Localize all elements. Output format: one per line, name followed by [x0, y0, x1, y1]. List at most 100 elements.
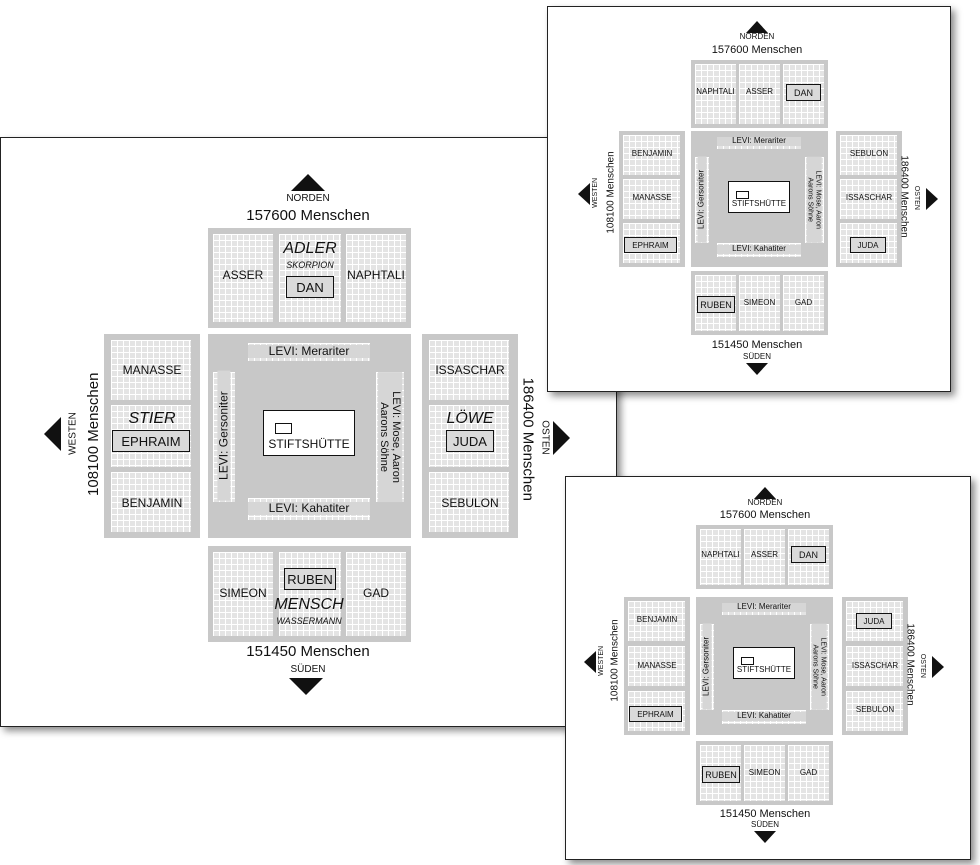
levi-gersoniter: LEVI: Gersoniter	[697, 156, 707, 243]
symbol-skorpion: SKORPION	[286, 260, 334, 270]
tribe-sebulon: SEBULON	[855, 705, 895, 714]
symbol-loewe: LÖWE	[446, 410, 494, 427]
tribe-sebulon: SEBULON	[849, 149, 889, 158]
camp-north: NAPHTALI ASSER DAN	[696, 525, 833, 589]
tribe-simeon: SIMEON	[219, 586, 267, 600]
tribe-ruben: RUBEN	[697, 296, 735, 313]
tribe-naphtali: NAPHTALI	[347, 268, 405, 282]
east-count-label: 186400 Menschen	[904, 623, 916, 706]
tribe-benjamin: BENJAMIN	[636, 615, 678, 624]
tribe-juda: JUDA	[446, 430, 494, 452]
tabernacle-label: STIFTSHÜTTE	[268, 437, 350, 451]
north-count-label: 157600 Menschen	[711, 44, 803, 56]
tabernacle: STIFTSHÜTTE	[733, 647, 795, 679]
tribe-simeon: SIMEON	[743, 298, 776, 307]
levi-mose-aaron: LEVI: Mose, Aaron Aarons Söhne	[811, 623, 827, 710]
tribe-gad: GAD	[794, 298, 813, 307]
levi-aarons-soehne-line2: Aarons Söhne	[378, 402, 390, 472]
west-arrow-icon	[44, 417, 61, 451]
south-arrow-icon	[754, 831, 776, 843]
tribe-gad: GAD	[362, 586, 389, 600]
symbol-adler: ADLER	[283, 240, 337, 257]
tribe-benjamin: BENJAMIN	[631, 149, 673, 158]
east-direction-label: OSTEN	[539, 420, 551, 455]
tribe-ruben: RUBEN	[284, 568, 336, 590]
south-direction-label: SÜDEN	[750, 820, 779, 829]
camp-west: MANASSE STIER EPHRAIM BENJAMIN	[104, 334, 200, 538]
camp-south: RUBEN SIMEON GAD	[691, 271, 828, 335]
levi-kahatiter: LEVI: Kahatiter	[717, 244, 801, 254]
tribe-ruben: RUBEN	[702, 766, 740, 783]
north-arrow-icon	[746, 21, 768, 33]
levi-mose-aaron-line1: LEVI: Mose, Aaron	[390, 391, 403, 483]
levi-merariter: LEVI: Merariter	[248, 344, 370, 359]
south-count-label: 151450 Menschen	[246, 643, 370, 660]
tribe-manasse: MANASSE	[632, 193, 672, 202]
camp-center-levi: LEVI: Merariter LEVI: Kahatiter LEVI: Ge…	[696, 597, 833, 735]
camp-center-levi: LEVI: Merariter LEVI: Kahatiter LEVI: Ge…	[691, 131, 828, 267]
east-count-label: 186400 Menschen	[898, 155, 910, 238]
east-direction-label: OSTEN	[912, 185, 920, 210]
tribe-gad: GAD	[799, 768, 818, 777]
south-count-label: 151450 Menschen	[711, 339, 803, 351]
bottom-right-camp-diagram: NORDEN 157600 Menschen NAPHTALI ASSER DA…	[565, 476, 971, 860]
tribe-ephraim: EPHRAIM	[629, 706, 682, 722]
camp-south: SIMEON RUBEN MENSCH WASSERMANN GAD	[208, 546, 411, 642]
levi-kahatiter: LEVI: Kahatiter	[248, 501, 370, 516]
west-count-label: 108100 Menschen	[84, 372, 102, 496]
symbol-stier: STIER	[128, 410, 176, 427]
camp-west: BENJAMIN MANASSE EPHRAIM	[619, 131, 685, 267]
tribe-dan: DAN	[791, 546, 826, 563]
tabernacle-label: STIFTSHÜTTE	[736, 665, 792, 674]
west-arrow-icon	[578, 183, 590, 205]
large-camp-diagram: NORDEN 157600 Menschen ASSER ADLER SKORP…	[0, 137, 617, 727]
tribe-simeon: SIMEON	[748, 768, 781, 777]
camp-west: BENJAMIN MANASSE EPHRAIM	[624, 597, 690, 735]
camp-east: JUDA ISSASCHAR SEBULON	[842, 597, 908, 735]
tribe-issaschar: ISSASCHAR	[435, 363, 505, 377]
levi-mose-aaron-line1: LEVI: Mose, Aaron	[814, 170, 822, 229]
levi-merariter: LEVI: Merariter	[722, 602, 806, 612]
tribe-naphtali: NAPHTALI	[696, 87, 735, 96]
tribe-issaschar: ISSASCHAR	[845, 193, 893, 202]
tribe-manasse: MANASSE	[637, 661, 677, 670]
tabernacle-label: STIFTSHÜTTE	[731, 199, 787, 208]
holy-of-holies-icon	[275, 423, 292, 434]
tribe-sebulon: SEBULON	[441, 496, 499, 510]
camp-east: SEBULON ISSASCHAR JUDA	[836, 131, 902, 267]
north-direction-label: NORDEN	[286, 193, 330, 204]
levi-aarons-soehne-line2: Aarons Söhne	[807, 177, 814, 222]
symbol-mensch: MENSCH	[274, 596, 344, 613]
tribe-issaschar: ISSASCHAR	[851, 661, 899, 670]
tribe-ephraim: EPHRAIM	[624, 237, 677, 253]
camp-north: ASSER ADLER SKORPION DAN NAPHTALI	[208, 228, 411, 328]
north-arrow-icon	[291, 174, 325, 191]
tribe-asser: ASSER	[745, 87, 774, 96]
west-direction-label: WESTEN	[67, 412, 79, 455]
south-direction-label: SÜDEN	[742, 352, 771, 361]
west-arrow-icon	[584, 651, 596, 673]
north-arrow-icon	[754, 487, 776, 499]
holy-of-holies-icon	[736, 191, 749, 199]
holy-of-holies-icon	[741, 657, 754, 665]
levi-gersoniter: LEVI: Gersoniter	[702, 623, 712, 710]
tribe-naphtali: NAPHTALI	[701, 550, 740, 559]
levi-kahatiter: LEVI: Kahatiter	[722, 711, 806, 721]
east-arrow-icon	[932, 656, 944, 678]
tabernacle: STIFTSHÜTTE	[263, 410, 355, 456]
west-count-label: 108100 Menschen	[605, 151, 617, 234]
tribe-manasse: MANASSE	[122, 363, 182, 377]
north-direction-label: NORDEN	[747, 498, 783, 507]
west-direction-label: WESTEN	[592, 177, 600, 208]
levi-mose-aaron: LEVI: Mose, Aaron Aarons Söhne	[377, 372, 403, 503]
west-count-label: 108100 Menschen	[609, 619, 621, 702]
tribe-dan: DAN	[286, 276, 334, 298]
tabernacle: STIFTSHÜTTE	[728, 181, 790, 213]
top-right-camp-diagram: NORDEN 157600 Menschen NAPHTALI ASSER DA…	[547, 6, 951, 392]
camp-north: NAPHTALI ASSER DAN	[691, 60, 828, 128]
tribe-dan: DAN	[786, 84, 821, 101]
north-count-label: 157600 Menschen	[246, 207, 370, 224]
levi-aarons-soehne-line2: Aarons Söhne	[812, 644, 819, 689]
symbol-wassermann: WASSERMANN	[276, 616, 342, 626]
tribe-ephraim: EPHRAIM	[112, 430, 190, 452]
